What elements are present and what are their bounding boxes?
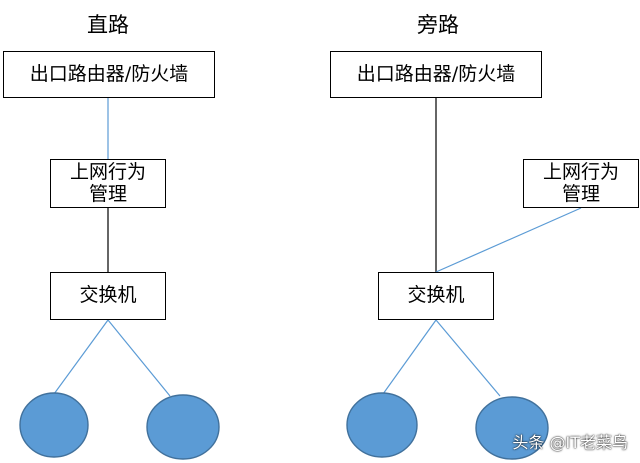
left-behavior-box: 上网行为 管理	[50, 159, 166, 208]
left-switch-to-client-1-link	[53, 319, 109, 395]
right-behavior-box: 上网行为 管理	[523, 159, 639, 208]
left-switch-to-client-2-link	[107, 319, 171, 397]
left-client-node-2	[146, 394, 220, 460]
right-diagram-title: 旁路	[417, 13, 459, 37]
left-switch-box: 交换机	[50, 272, 166, 320]
right-switch-to-client-2-link	[435, 319, 501, 397]
watermark-text: 头条 @IT老菜鸟	[512, 433, 628, 452]
right-behavior-to-switch-link	[435, 207, 582, 273]
right-client-node-1	[346, 392, 418, 458]
left-router-box: 出口路由器/防火墙	[3, 51, 215, 98]
right-client-node-2	[475, 396, 549, 460]
left-diagram-title: 直路	[87, 13, 129, 37]
right-switch-box: 交换机	[378, 272, 494, 320]
right-router-box: 出口路由器/防火墙	[330, 51, 542, 98]
right-switch-to-client-1-link	[382, 319, 437, 395]
left-client-node-1	[19, 392, 89, 458]
